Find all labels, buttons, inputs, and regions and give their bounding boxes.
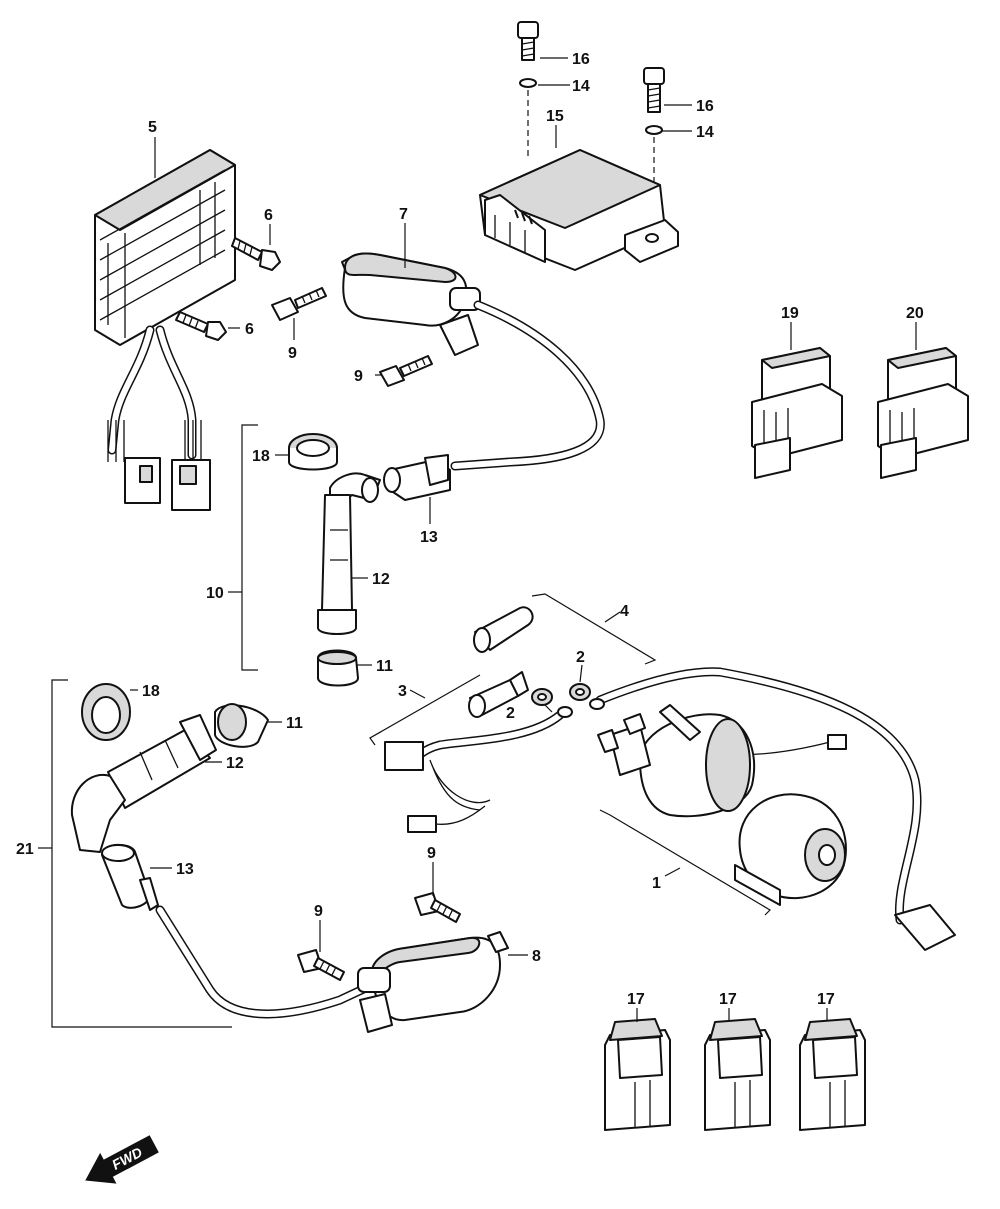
relay-17-a <box>604 1018 671 1131</box>
control-unit <box>479 149 679 271</box>
callout-19: 19 <box>781 305 799 322</box>
spark-plug-cap-upper <box>317 472 381 635</box>
suppressor-cap-lower <box>101 843 159 911</box>
plug-cap-seal-upper <box>288 433 338 471</box>
regulator-bolt-lower <box>175 311 227 341</box>
relay-17-b <box>704 1018 771 1131</box>
relay-17-c <box>799 1018 866 1131</box>
callout-1: 1 <box>652 875 661 892</box>
regulator-bolt-upper <box>231 237 281 271</box>
callout-21: 21 <box>16 841 34 858</box>
assembly-10-bracket <box>241 424 258 671</box>
callout-8: 8 <box>532 948 541 965</box>
callout-12: 12 <box>372 571 390 588</box>
callout-17: 17 <box>627 991 645 1008</box>
callout-2: 2 <box>576 649 585 666</box>
starter-relay-harness <box>384 667 956 951</box>
callout-15: 15 <box>546 108 564 125</box>
starter-nut-b <box>569 683 591 701</box>
callout-20: 20 <box>906 305 924 322</box>
starter-nut-a <box>531 688 553 706</box>
starter-terminal-cap-upper <box>473 593 657 665</box>
plug-cover-upper <box>317 649 359 687</box>
control-unit-screw-right <box>643 67 665 230</box>
callout-9: 9 <box>354 368 363 385</box>
ignition-coil-upper <box>341 252 605 471</box>
relay-20 <box>877 347 969 479</box>
plug-cover-lower <box>214 703 269 748</box>
callout-16: 16 <box>572 51 590 68</box>
coil-bolt-lower-b <box>414 892 461 923</box>
callout-6: 6 <box>245 321 254 338</box>
regulator-rectifier <box>94 149 236 511</box>
coil-bolt-upper-a <box>271 287 327 321</box>
forward-direction-arrow: FWD <box>85 1135 159 1184</box>
callout-10: 10 <box>206 585 224 602</box>
suppressor-cap-upper <box>383 454 451 501</box>
callout-16: 16 <box>696 98 714 115</box>
leader-lines <box>38 57 917 1022</box>
callout-11: 11 <box>286 715 303 732</box>
callout-12: 12 <box>226 755 244 772</box>
callout-9: 9 <box>427 845 436 862</box>
ignition-coil-lower <box>357 931 509 1033</box>
callout-4: 4 <box>620 603 629 620</box>
callout-5: 5 <box>148 119 157 136</box>
callout-18: 18 <box>252 448 270 465</box>
coil-bolt-upper-b <box>379 355 433 387</box>
callout-9: 9 <box>288 345 297 362</box>
starter-terminal-cap-lower <box>369 671 529 746</box>
callout-17: 17 <box>817 991 835 1008</box>
callout-18: 18 <box>142 683 160 700</box>
callout-7: 7 <box>399 206 408 223</box>
callout-3: 3 <box>398 683 407 700</box>
callout-13: 13 <box>420 529 438 546</box>
callout-14: 14 <box>696 124 714 141</box>
relay-19 <box>751 347 843 479</box>
starter-relay <box>597 704 847 916</box>
plug-cap-seal-lower <box>81 683 131 741</box>
control-unit-screw-left <box>517 21 539 160</box>
callout-11: 11 <box>376 658 393 675</box>
callout-14: 14 <box>572 78 590 95</box>
callout-9: 9 <box>314 903 323 920</box>
spark-plug-cap-lower <box>70 714 217 853</box>
callout-13: 13 <box>176 861 194 878</box>
assembly-21-bracket <box>51 679 232 1028</box>
callout-6: 6 <box>264 207 273 224</box>
callout-2: 2 <box>506 705 515 722</box>
callout-labels: 1 2 2 3 4 5 6 6 7 8 9 9 9 9 10 11 11 12 … <box>16 51 924 1008</box>
coil-bolt-lower-a <box>297 949 345 981</box>
callout-17: 17 <box>719 991 737 1008</box>
